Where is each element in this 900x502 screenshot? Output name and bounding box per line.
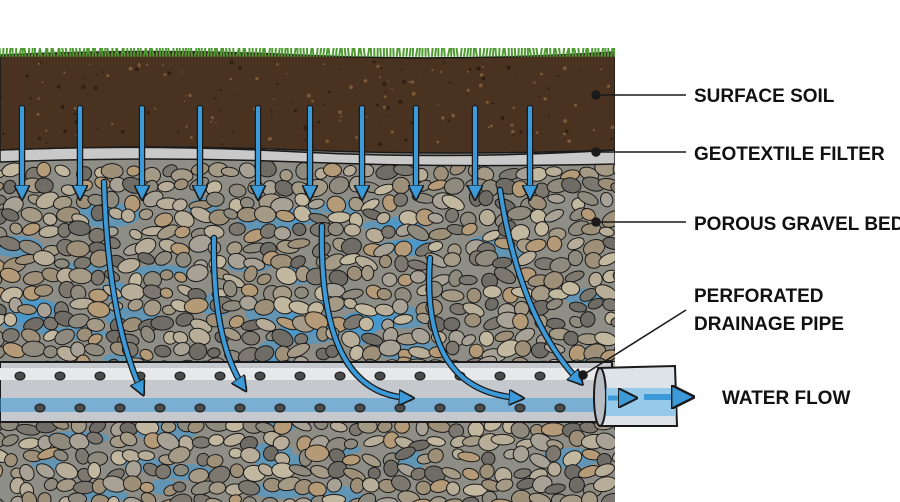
label-porous-gravel-bed: POROUS GRAVEL BED — [694, 214, 900, 235]
label-perforated-line1: PERFORATED — [694, 286, 823, 307]
grass-blades — [0, 4, 618, 56]
label-geotextile-filter: GEOTEXTILE FILTER — [694, 144, 885, 165]
label-water-flow: WATER FLOW — [722, 388, 850, 409]
label-perforated-line2: DRAINAGE PIPE — [694, 314, 844, 335]
perforated-drainage-pipe — [0, 362, 612, 422]
label-surface-soil: SURFACE SOIL — [694, 86, 835, 107]
